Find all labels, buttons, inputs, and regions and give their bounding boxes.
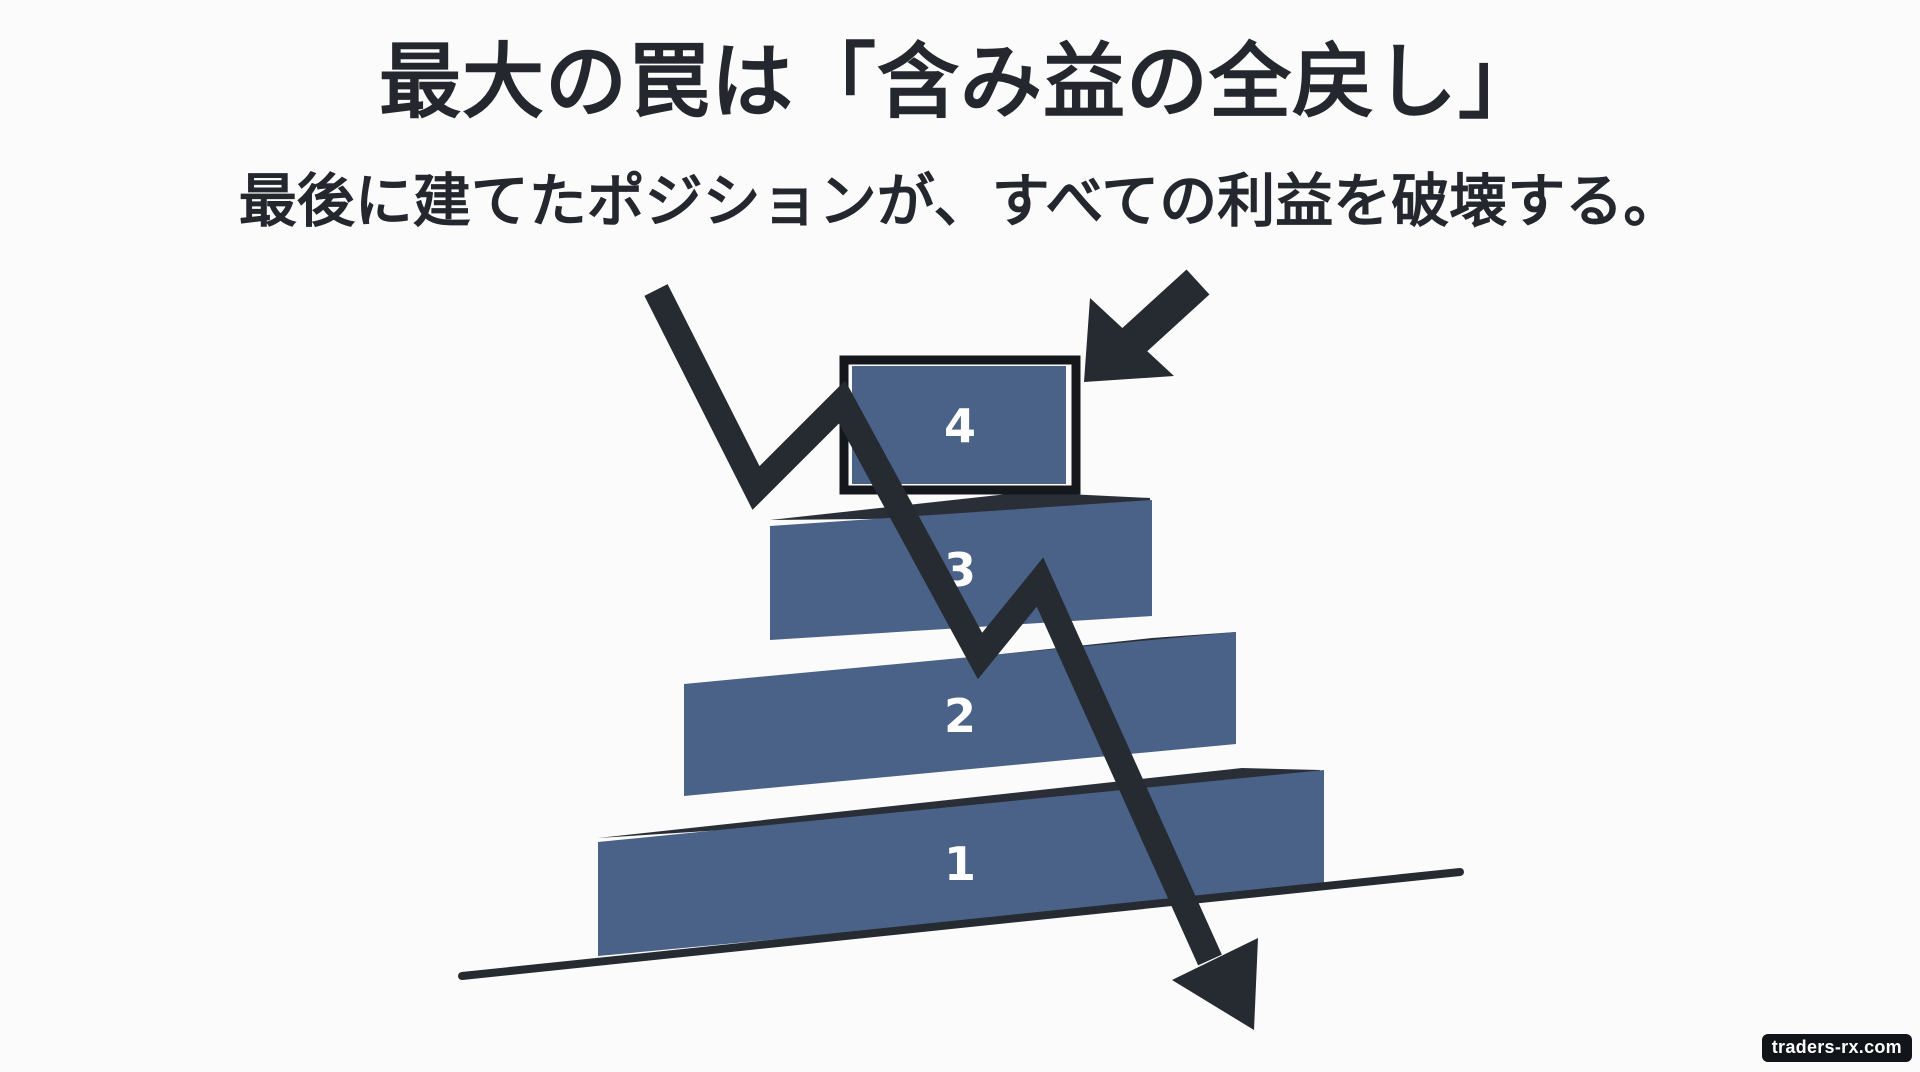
page-title: 最大の罠は「含み益の全戻し」 xyxy=(378,35,1541,130)
layer-4-label: 4 xyxy=(944,399,976,453)
zigzag-down-arrow-icon xyxy=(644,284,1258,1030)
watermark-badge: traders-rx.com xyxy=(1761,1034,1912,1062)
layer-2: 2 xyxy=(684,632,1236,796)
layer-2-label: 2 xyxy=(944,689,976,743)
layer-1-label: 1 xyxy=(944,837,976,891)
arrow-down-left-icon xyxy=(1084,269,1210,382)
page-subtitle: 最後に建てたポジションが、すべての利益を破壊する。 xyxy=(238,167,1682,235)
layer-1: 1 xyxy=(598,770,1324,956)
ground-line xyxy=(458,868,1464,980)
